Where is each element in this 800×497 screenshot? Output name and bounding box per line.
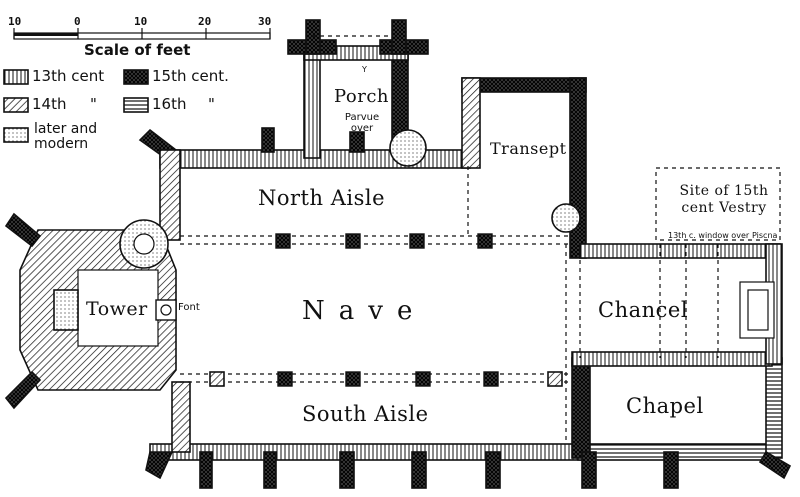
legend-label-15th: 15th cent. — [152, 67, 229, 85]
scale-tick-20: 20 — [198, 15, 212, 28]
legend-swatches — [3, 69, 149, 143]
window-note: 13th c. window over — [668, 231, 750, 240]
vestry-site-label: Site of 15th cent Vestry — [679, 183, 769, 216]
scale-tick-10-left: 10 — [8, 15, 22, 28]
walls — [4, 19, 792, 489]
scale-bar — [13, 28, 271, 40]
piscina-label: Piscna — [752, 231, 778, 240]
legend-swatch-14th — [3, 97, 29, 113]
legend-ditto-14th: " — [90, 95, 97, 113]
chapel-label: Chapel — [626, 394, 704, 418]
legend-swatch-15th — [123, 69, 149, 85]
legend-swatch-16th — [123, 97, 149, 113]
north-aisle-label: North Aisle — [258, 186, 385, 210]
legend-label-13th: 13th cent — [32, 67, 105, 85]
porch-note: Parvue over — [344, 112, 380, 134]
legend-swatch-13th — [3, 69, 29, 85]
porch-label: Porch — [334, 86, 389, 107]
scale-tick-10: 10 — [134, 15, 148, 28]
legend-label-modern: later and modern — [34, 121, 98, 152]
legend-label-14th: 14th — [32, 95, 67, 113]
scale-title: Scale of feet — [84, 41, 191, 59]
tower-label: Tower — [86, 298, 148, 320]
transept-label: Transept — [490, 139, 567, 158]
legend-swatch-modern — [3, 127, 29, 143]
south-aisle-label: South Aisle — [302, 402, 429, 426]
piers — [155, 233, 563, 387]
scale-tick-0: 0 — [74, 15, 81, 28]
legend-label-16th: 16th — [152, 95, 187, 113]
font-label: Font — [178, 302, 200, 313]
legend-ditto-16th: " — [208, 95, 215, 113]
nave-label: Nave — [302, 296, 427, 326]
scale-tick-30: 30 — [258, 15, 272, 28]
arcade-lines — [180, 35, 781, 444]
chancel-label: Chancel — [598, 298, 689, 322]
porch-mark: Y — [362, 65, 367, 74]
